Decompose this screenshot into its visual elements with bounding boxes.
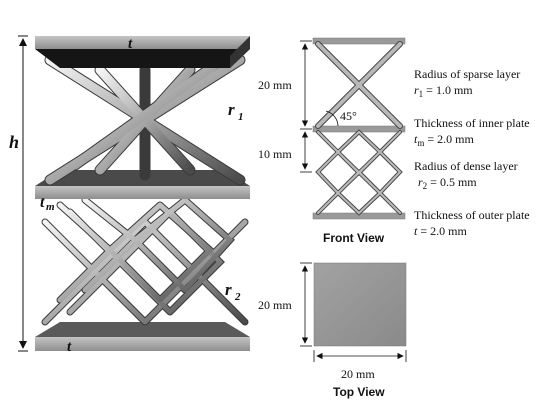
top-view-title: Top View [333,385,385,399]
annotation-value: r2 = 0.5 mm [418,175,477,191]
front-dim-dense: 10 mm [258,131,312,173]
annotation-1: Radius of sparse layer r1 = 1.0 mm [414,67,520,99]
label-tm-sub: m [46,201,55,213]
top-outer-plate [35,36,250,68]
top-view: 20 mm 20 mm Top View [258,262,407,399]
annotation-number: = 2.0 mm [417,224,467,238]
height-dimension: h [9,35,28,352]
annotation-subscript: m [417,138,424,148]
annotation-subscript: 2 [423,181,428,191]
front-view: 45° 20 mm 10 mm Front View [258,37,406,245]
label-r2-main: r [225,280,232,299]
annotation-subscript: 1 [419,89,424,99]
annotation-4: Thickness of outer plate t = 2.0 mm [414,208,530,238]
annotation-symbol: r [418,175,423,189]
front-top-plate [312,37,406,45]
top-dim-horizontal-label: 20 mm [341,367,375,381]
label-r1: r 1 [228,100,244,123]
annotation-title: Radius of dense layer [414,159,518,173]
annotation-value: r1 = 1.0 mm [414,83,473,99]
bottom-outer-plate [35,322,250,351]
label-r1-sub: 1 [238,111,244,123]
front-dense-lattice [315,129,403,216]
annotation-number: = 1.0 mm [423,83,473,97]
top-dim-vertical: 20 mm [258,262,312,347]
annotation-number: = 2.0 mm [424,132,474,146]
annotation-title: Radius of sparse layer [414,67,520,81]
label-t-bottom: t [67,339,72,355]
label-tm-main: t [40,194,45,211]
angle-label: 45° [340,109,357,123]
dim-dense-label: 10 mm [258,147,292,161]
angle-arc [325,110,339,127]
annotation-symbol: t [414,132,418,146]
label-tm: t m [40,194,55,213]
label-t-top: t [128,36,133,52]
annotation-symbol: t [414,224,418,238]
top-dim-horizontal: 20 mm [313,350,407,381]
annotation-title: Thickness of outer plate [414,208,530,222]
sparse-lattice-layer [44,54,246,186]
label-r2: r 2 [225,280,241,303]
front-sparse-x [315,41,403,129]
annotation-2: Thickness of inner plate tm = 2.0 mm [414,116,530,148]
top-dim-vertical-label: 20 mm [258,298,292,312]
front-view-title: Front View [323,231,385,245]
annotation-title: Thickness of inner plate [414,116,530,130]
isometric-view: h t r 1 t m r 2 t [9,35,250,355]
label-r2-sub: 2 [234,291,241,303]
label-r1-main: r [228,100,235,119]
annotation-symbol: r [414,83,419,97]
annotation-3: Radius of dense layer r2 = 0.5 mm [414,159,518,191]
annotation-value: tm = 2.0 mm [414,132,474,148]
front-dim-sparse: 20 mm [258,40,312,130]
annotation-value: t = 2.0 mm [414,224,467,238]
dim-sparse-label: 20 mm [258,78,292,92]
dense-lattice-layer [41,196,249,326]
label-h: h [9,132,19,152]
annotation-number: = 0.5 mm [427,175,477,189]
top-view-square [313,262,407,347]
